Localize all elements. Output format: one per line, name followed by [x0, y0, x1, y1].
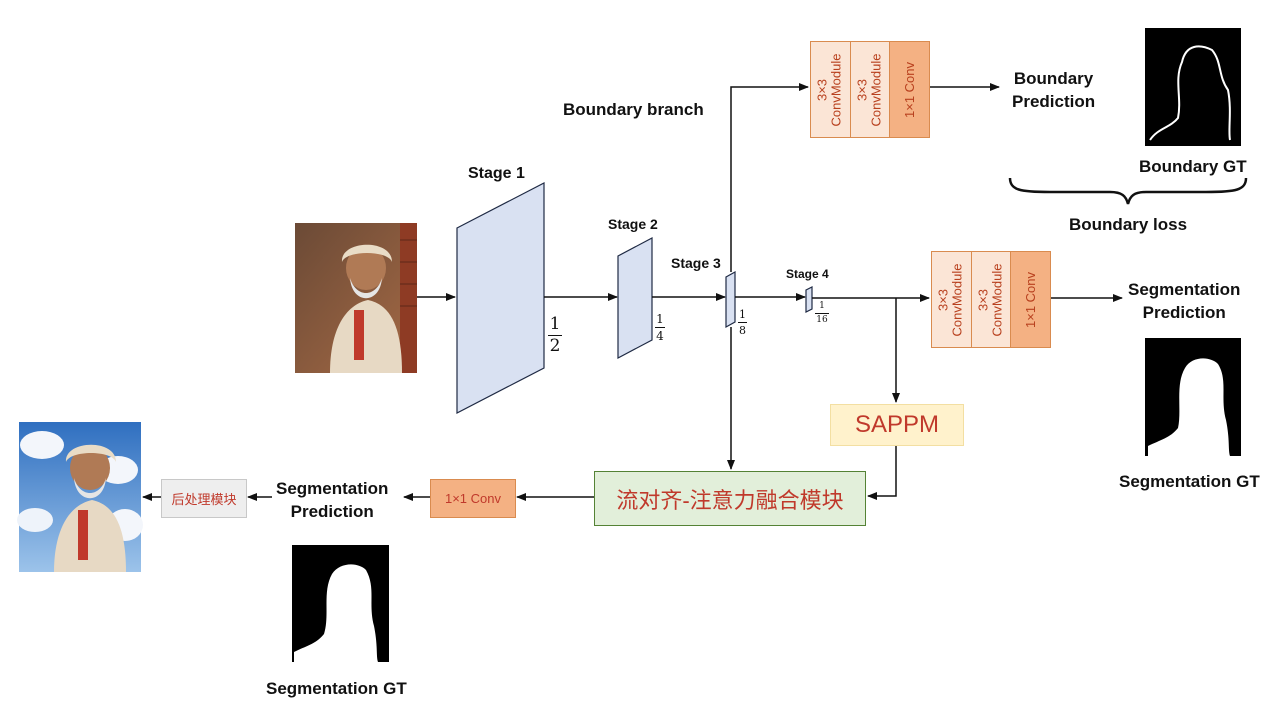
- input-photo: [295, 223, 417, 373]
- output-photo: [17, 422, 143, 572]
- sappm-block: SAPPM: [830, 404, 964, 446]
- seg-conv-1x1: 1×1 Conv: [1011, 252, 1051, 347]
- segmentation-gt-label-right: Segmentation GT: [1119, 472, 1260, 491]
- arrow-boundary-branch: [730, 83, 809, 272]
- boundary-gt-mask: [1145, 28, 1241, 146]
- boundary-conv-1x1: 1×1 Conv: [890, 42, 930, 137]
- boundary-loss-label: Boundary loss: [1069, 215, 1188, 234]
- stage-2-label: Stage 2: [608, 216, 658, 232]
- stage-4-label: Stage 4: [786, 267, 829, 281]
- stage-4-block: [805, 286, 813, 313]
- stage-1-block: [456, 182, 545, 414]
- boundary-gt-label: Boundary GT: [1139, 157, 1247, 176]
- boundary-loss-brace: [1008, 177, 1248, 205]
- stage-3-label: Stage 3: [671, 255, 721, 271]
- segmentation-gt-label-bottom: Segmentation GT: [266, 679, 407, 698]
- segmentation-gt-mask-right: [1145, 338, 1241, 456]
- arrow-sappm-fusion: [867, 444, 897, 500]
- postprocess-module: 后处理模块: [161, 479, 247, 518]
- segmentation-gt-mask-bottom: [292, 545, 389, 662]
- stage-2-block: [617, 237, 653, 359]
- final-conv-1x1: 1×1 Conv: [430, 479, 516, 518]
- fusion-module: 流对齐-注意力融合模块: [594, 471, 866, 526]
- stage-1-label: Stage 1: [468, 165, 525, 182]
- boundary-branch-label: Boundary branch: [563, 100, 704, 119]
- stage-3-block: [725, 270, 736, 329]
